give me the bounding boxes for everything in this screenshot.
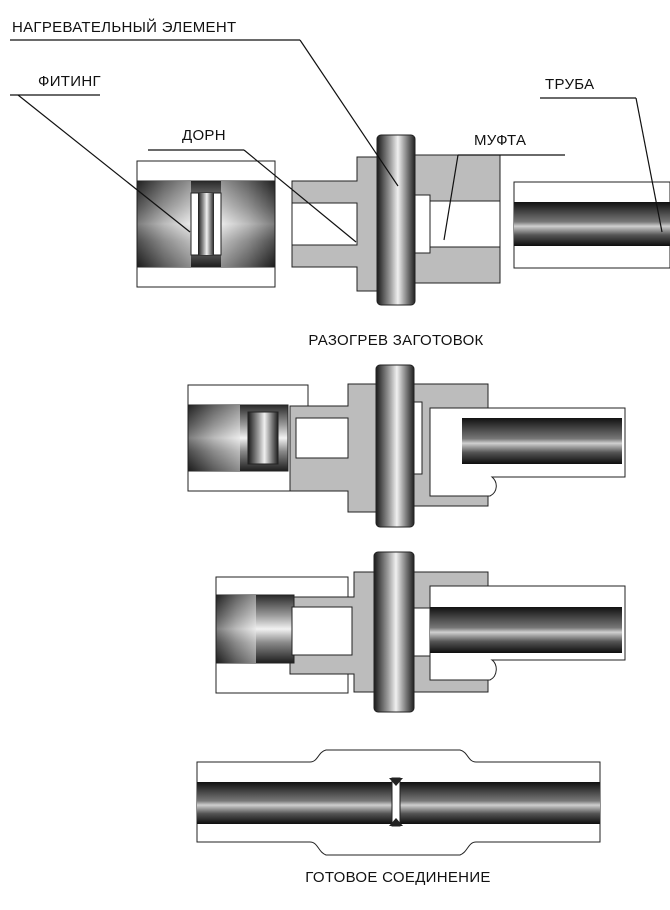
- pipe: [513, 181, 670, 269]
- label-socket: МУФТА: [474, 132, 526, 149]
- stage-1-separated: НАГРЕВАТЕЛЬНЫЙ ЭЛЕМЕНТ ФИТИНГ ДОРН МУФТА…: [10, 18, 670, 349]
- label-pipe: ТРУБА: [545, 76, 594, 93]
- stage-4-finished: ГОТОВОЕ СОЕДИНЕНИЕ: [196, 749, 601, 886]
- label-fitting: ФИТИНГ: [38, 73, 101, 90]
- label-mandrel: ДОРН: [182, 127, 226, 144]
- heating-element: [376, 134, 416, 306]
- heating-tool: [291, 134, 501, 306]
- fitting: [136, 160, 276, 288]
- stage-2-heating: [187, 364, 626, 528]
- stage-3-joining: [215, 551, 626, 713]
- label-heating-element: НАГРЕВАТЕЛЬНЫЙ ЭЛЕМЕНТ: [12, 18, 236, 36]
- caption-heating-stage: РАЗОГРЕВ ЗАГОТОВОК: [308, 332, 483, 349]
- caption-finished-joint: ГОТОВОЕ СОЕДИНЕНИЕ: [305, 869, 490, 886]
